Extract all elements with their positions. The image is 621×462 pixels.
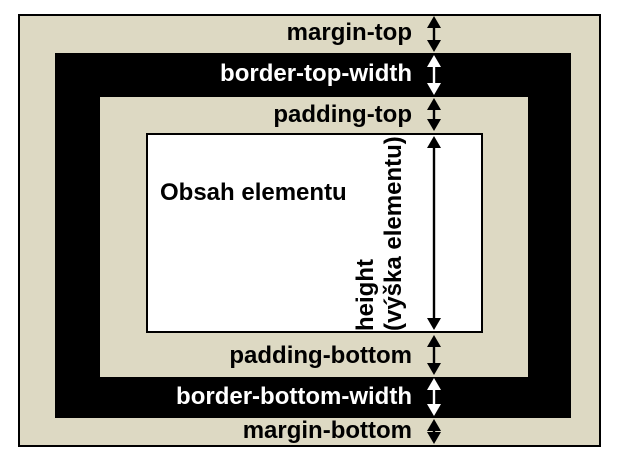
- height-label: height (výška elementu): [352, 136, 408, 331]
- margin-bottom-label: margin-bottom: [242, 417, 412, 444]
- padding-top-double-arrow-icon: [427, 98, 441, 131]
- margin-top-label: margin-top: [286, 19, 412, 46]
- border-bottom-double-arrow-icon: [427, 378, 441, 416]
- content-area: [146, 133, 483, 333]
- height-label-cs: (výška elementu): [380, 136, 407, 331]
- padding-top-label: padding-top: [273, 101, 412, 128]
- margin-top-double-arrow-icon: [427, 16, 441, 52]
- margin-bottom-double-arrow-icon: [427, 419, 441, 444]
- border-bottom-width-label: border-bottom-width: [176, 383, 412, 410]
- height-double-arrow-icon: [427, 136, 441, 330]
- padding-bottom-double-arrow-icon: [427, 335, 441, 375]
- border-top-double-arrow-icon: [427, 55, 441, 95]
- height-label-en: height: [352, 259, 379, 331]
- padding-bottom-label: padding-bottom: [229, 342, 412, 369]
- border-top-width-label: border-top-width: [220, 60, 412, 87]
- content-label: Obsah elementu: [160, 179, 347, 206]
